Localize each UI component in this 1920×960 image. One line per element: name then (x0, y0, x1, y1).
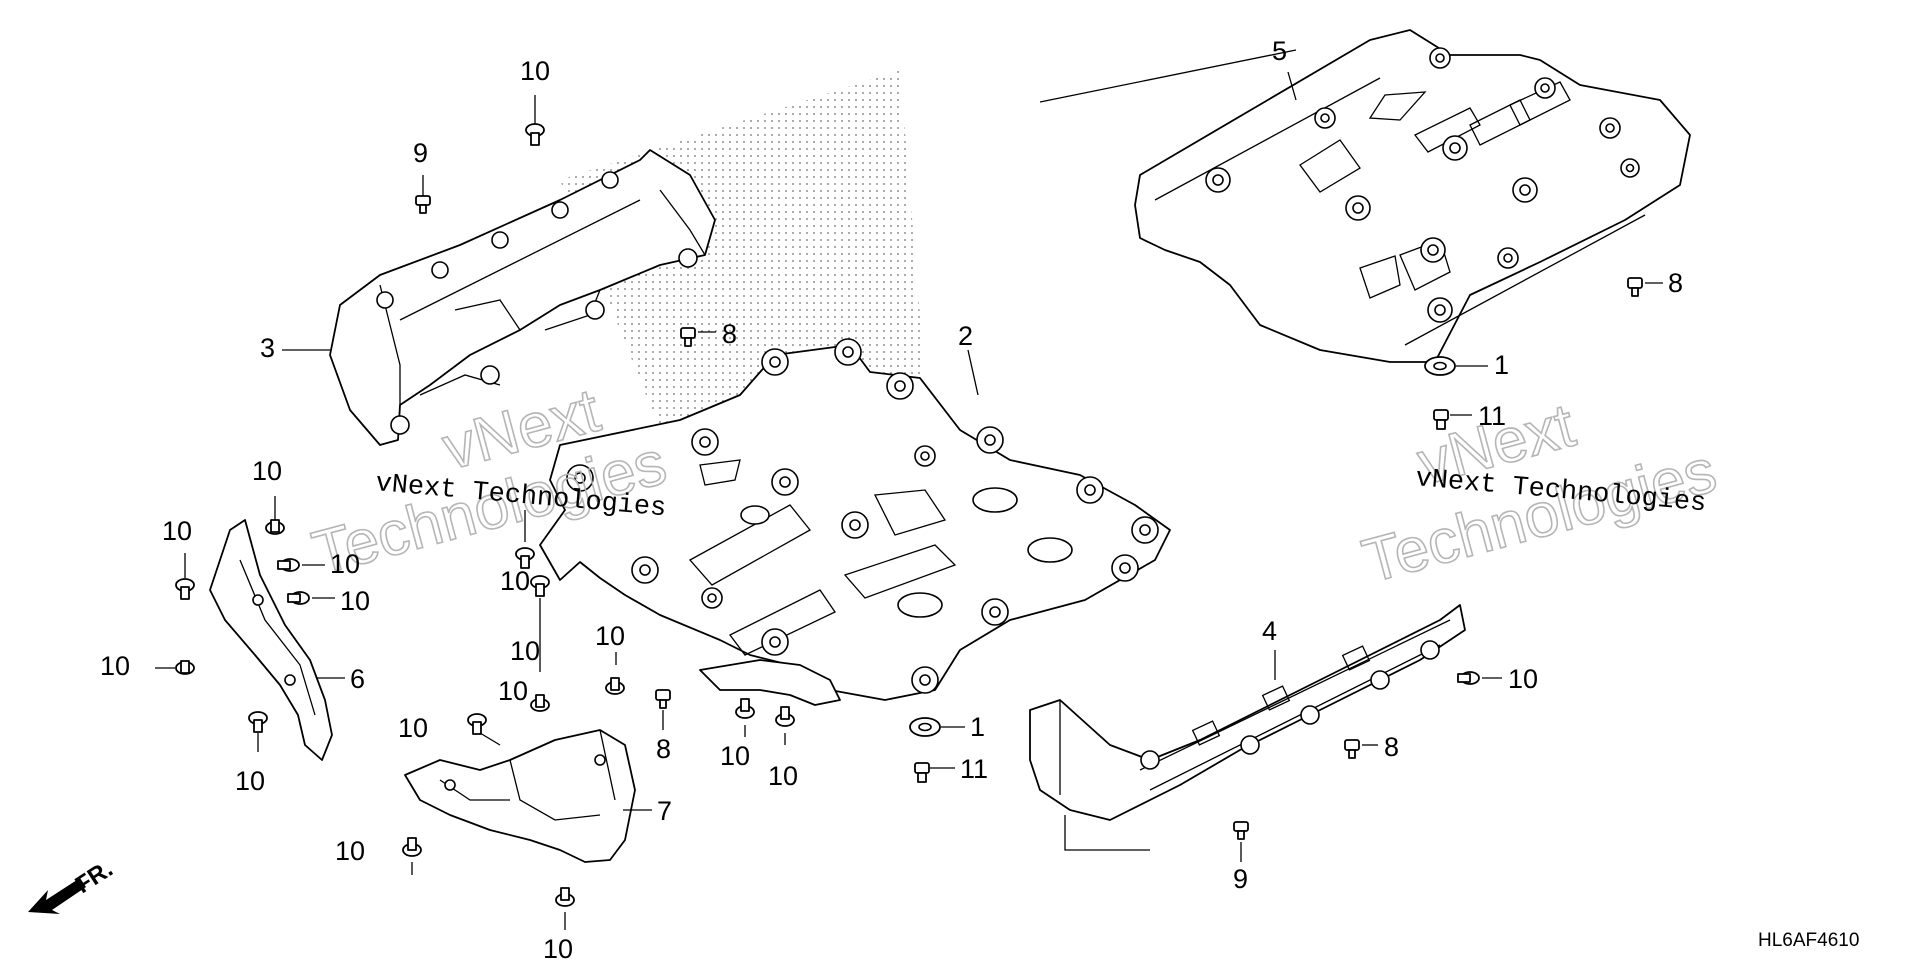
callout-9-top: 9 (413, 138, 428, 168)
clip-10-g5[interactable] (175, 660, 195, 675)
watermark-right: vNext Technologies vNext Technologies (1355, 390, 1724, 597)
callout-10-g10: 10 (500, 566, 530, 596)
callout-5: 5 (1272, 36, 1287, 66)
front-guard-upper-left[interactable] (329, 149, 716, 446)
clip-10-g13[interactable] (775, 706, 795, 727)
clip-10-g12[interactable] (735, 698, 755, 719)
callout-10-g3: 10 (330, 549, 360, 579)
callout-11-center: 11 (960, 754, 988, 784)
callout-8-right: 8 (1668, 268, 1683, 298)
skid-plate-upper[interactable] (1134, 29, 1691, 363)
clip-10-top[interactable] (525, 123, 545, 146)
callout-10-g13: 10 (768, 761, 798, 791)
callout-2: 2 (958, 321, 973, 351)
arrow-icon (28, 878, 86, 914)
rear-guard-lower-right[interactable] (1029, 604, 1466, 821)
clip-10-g10[interactable] (605, 677, 625, 695)
front-direction-arrow: FR. (28, 855, 118, 914)
callout-10-g7: 10 (510, 636, 540, 666)
clip-10-g11[interactable] (467, 713, 487, 735)
callout-10-g4: 10 (340, 586, 370, 616)
washer-1-center[interactable] (909, 717, 941, 737)
clip-10-g9[interactable] (530, 694, 550, 712)
callout-3: 3 (260, 333, 275, 363)
fasteners (175, 123, 1643, 907)
callout-10-g11: 10 (498, 676, 528, 706)
callout-8-center: 8 (656, 734, 671, 764)
bolt-8-center[interactable] (655, 689, 671, 709)
bolt-8-left[interactable] (680, 327, 696, 347)
side-bracket-left[interactable] (209, 519, 333, 761)
callout-9-bottom: 9 (1233, 864, 1248, 894)
clip-10-g7[interactable] (515, 547, 535, 569)
callout-8-left: 8 (722, 319, 737, 349)
clip-10-right[interactable] (1457, 671, 1480, 685)
diagram-code: HL6AF4610 (1758, 930, 1859, 951)
callout-8-lower: 8 (1384, 732, 1399, 762)
washer-1-right[interactable] (1424, 356, 1456, 376)
clip-10-g2[interactable] (175, 578, 195, 600)
callout-10-right: 10 (1508, 664, 1538, 694)
clip-10-g8[interactable] (530, 575, 550, 597)
bolt-8-right[interactable] (1627, 277, 1643, 297)
screw-9-bottom[interactable] (1233, 821, 1249, 840)
clip-10-g15[interactable] (555, 887, 575, 907)
callout-4: 4 (1262, 616, 1277, 646)
skid-plate-center[interactable] (539, 338, 1171, 701)
clip-10-g14[interactable] (402, 837, 422, 857)
callouts: 5 2 3 4 6 7 8 8 8 8 9 9 1 1 11 11 10 10 … (100, 36, 1683, 960)
callout-6: 6 (350, 664, 365, 694)
screw-9-top[interactable] (415, 195, 431, 214)
callout-10-g1: 10 (252, 456, 282, 486)
callout-10-g14: 10 (335, 836, 365, 866)
leader-lines (155, 49, 1663, 930)
clip-10-g4[interactable] (287, 591, 310, 605)
front-guard-lower-left[interactable] (404, 729, 636, 863)
callout-1-center: 1 (970, 712, 985, 742)
callout-10-g2: 10 (162, 516, 192, 546)
callout-10-g12: 10 (720, 741, 750, 771)
clip-10-g6[interactable] (248, 711, 268, 733)
clip-10-g3[interactable] (277, 558, 300, 572)
callout-10-g8: 10 (595, 621, 625, 651)
bolt-11-right[interactable] (1433, 409, 1449, 430)
callout-11-right: 11 (1478, 401, 1506, 431)
clip-10-g1[interactable] (265, 519, 285, 535)
bolt-11-center[interactable] (914, 762, 930, 783)
callout-10-g6: 10 (235, 766, 265, 796)
callout-1-right: 1 (1494, 350, 1509, 380)
skid-plate-extension[interactable] (699, 659, 841, 706)
callout-10-g5: 10 (100, 651, 130, 681)
callout-7: 7 (657, 796, 672, 826)
callout-10-top: 10 (520, 56, 550, 86)
callout-10-g15: 10 (543, 934, 573, 960)
callout-10-g9: 10 (398, 713, 428, 743)
bolt-8-lower[interactable] (1344, 739, 1360, 759)
